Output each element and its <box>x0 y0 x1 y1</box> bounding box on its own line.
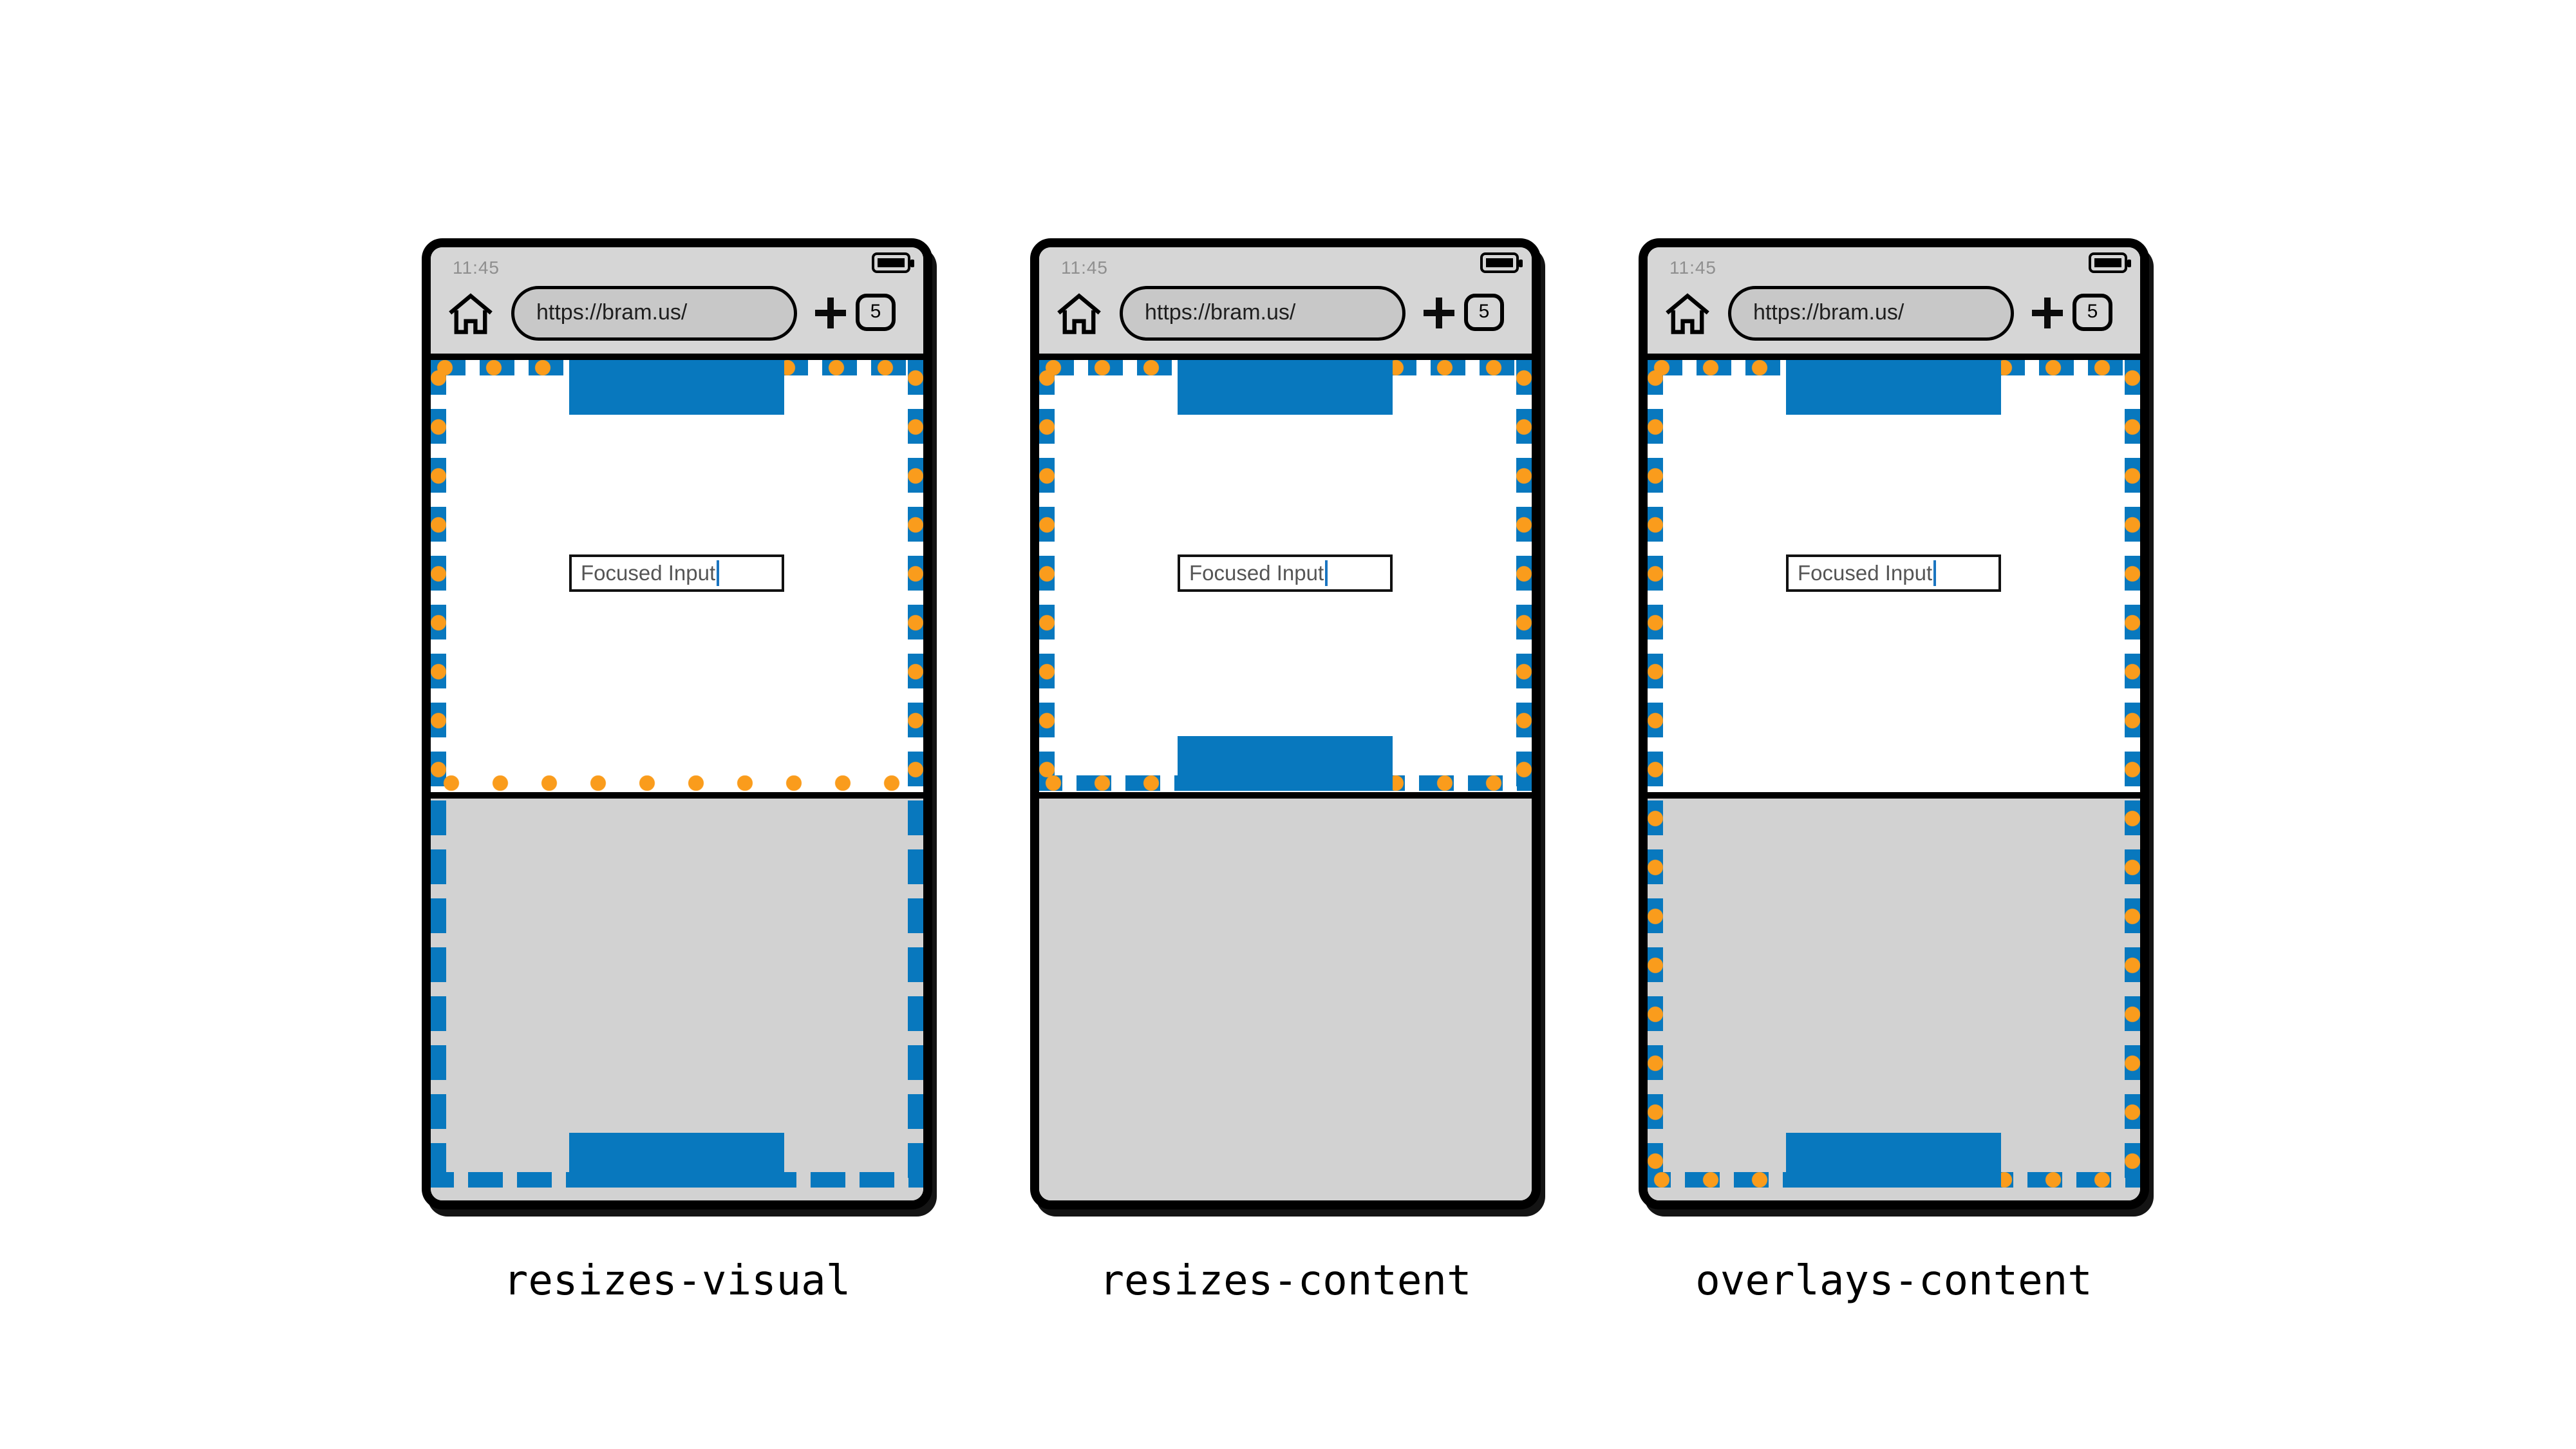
visual-viewport-edge-left <box>1039 360 1055 791</box>
text-caret <box>717 560 720 586</box>
page-header-block <box>1178 360 1393 415</box>
tab-count: 5 <box>1478 301 1490 322</box>
url-text: https://bram.us/ <box>1145 300 1296 325</box>
battery-icon <box>1480 252 1523 273</box>
page-footer-block <box>569 1133 784 1188</box>
chrome-divider <box>1039 354 1532 360</box>
url-text: https://bram.us/ <box>1753 300 1904 325</box>
page-footer-block <box>1786 1133 2001 1188</box>
browser-chrome: 11:45 https://bram.us/ <box>431 247 923 354</box>
focused-input[interactable]: Focused Input <box>569 554 784 592</box>
focused-input[interactable]: Focused Input <box>1786 554 2001 592</box>
status-time: 11:45 <box>453 258 500 278</box>
url-bar[interactable]: https://bram.us/ <box>1120 286 1406 341</box>
keyboard-top-edge <box>1648 792 2140 799</box>
chrome-divider <box>1648 354 2140 360</box>
phone-mockup: 11:45 https://bram.us/ <box>422 238 932 1209</box>
browser-chrome: 11:45 https://bram.us/ <box>1648 247 2140 354</box>
panel-caption: overlays-content <box>1695 1257 2092 1305</box>
keyboard-top-edge <box>1039 792 1532 799</box>
battery-icon <box>872 252 914 273</box>
visual-viewport-edge-left <box>431 360 446 791</box>
phone-mockup: 11:45 https://bram.us/ <box>1639 238 2149 1209</box>
browser-chrome: 11:45 https://bram.us/ <box>1039 247 1532 354</box>
visual-viewport-edge-left <box>1648 360 1663 1188</box>
panel-resizes-content: 11:45 https://bram.us/ <box>1030 238 1541 1303</box>
input-value: Focused Input <box>1189 561 1324 585</box>
status-time: 11:45 <box>1669 258 1716 278</box>
panel-caption: resizes-visual <box>503 1257 851 1305</box>
home-button[interactable] <box>447 292 494 335</box>
text-caret <box>1933 560 1937 586</box>
panel-resizes-visual: 11:45 https://bram.us/ <box>422 238 932 1303</box>
tab-count-button[interactable]: 5 <box>856 294 896 331</box>
battery-icon <box>2089 252 2131 273</box>
visual-viewport-edge-right <box>2125 360 2140 1188</box>
url-text: https://bram.us/ <box>536 300 688 325</box>
status-time: 11:45 <box>1061 258 1108 278</box>
virtual-keyboard <box>1039 799 1532 1200</box>
panel-caption: resizes-content <box>1099 1257 1472 1305</box>
input-value: Focused Input <box>581 561 716 585</box>
page-header-block <box>569 360 784 415</box>
phone-mockup: 11:45 https://bram.us/ <box>1030 238 1541 1209</box>
visual-viewport-edge-right <box>1516 360 1532 791</box>
plus-icon[interactable] <box>815 298 846 328</box>
focused-input[interactable]: Focused Input <box>1178 554 1393 592</box>
plus-icon[interactable] <box>2032 298 2063 328</box>
visual-viewport-edge-bottom <box>431 775 923 791</box>
keyboard-top-edge <box>431 792 923 799</box>
tab-count: 5 <box>870 301 881 322</box>
plus-icon[interactable] <box>1424 298 1454 328</box>
input-value: Focused Input <box>1798 561 1933 585</box>
page-footer-block <box>1178 736 1393 791</box>
tab-count: 5 <box>2087 301 2098 322</box>
url-bar[interactable]: https://bram.us/ <box>511 286 797 341</box>
home-button[interactable] <box>1664 292 1711 335</box>
visual-viewport-edge-right <box>908 360 923 791</box>
chrome-divider <box>431 354 923 360</box>
home-button[interactable] <box>1056 292 1102 335</box>
panel-overlays-content: 11:45 https://bram.us/ <box>1639 238 2149 1303</box>
page-header-block <box>1786 360 2001 415</box>
tab-count-button[interactable]: 5 <box>1464 294 1504 331</box>
tab-count-button[interactable]: 5 <box>2073 294 2112 331</box>
text-caret <box>1325 560 1328 586</box>
url-bar[interactable]: https://bram.us/ <box>1728 286 2014 341</box>
